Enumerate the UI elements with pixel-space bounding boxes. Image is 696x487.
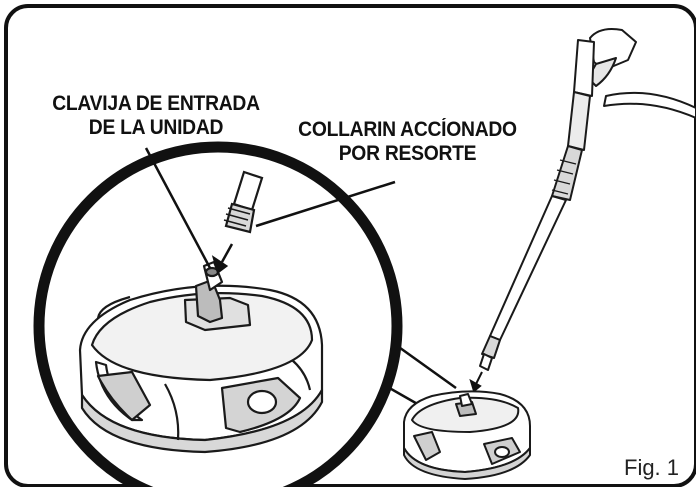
callout-inlet-line2: DE LA UNIDAD	[88, 116, 224, 139]
callout-collar-line2: POR RESORTE	[338, 142, 477, 165]
insert-arrow-small	[469, 371, 483, 393]
surface-cleaner-small	[403, 390, 531, 480]
figure-number-label: Fig. 1	[624, 455, 680, 480]
wand-coupler-enlarged	[223, 170, 264, 234]
callout-unit-inlet-plug: CLAVIJA DE ENTRADA DE LA UNIDAD	[33, 92, 280, 140]
callout-collar-line1: COLLARIN ACCÍONADO	[298, 118, 517, 141]
callout-spring-collar: COLLARIN ACCÍONADO POR RESORTE	[281, 118, 534, 166]
surface-cleaner-enlarged	[78, 260, 324, 454]
callout-leader-lines	[144, 147, 396, 269]
spray-wand	[479, 28, 696, 371]
insert-arrow-enlarged	[211, 243, 234, 275]
callout-inlet-line1: CLAVIJA DE ENTRADA	[52, 92, 260, 115]
